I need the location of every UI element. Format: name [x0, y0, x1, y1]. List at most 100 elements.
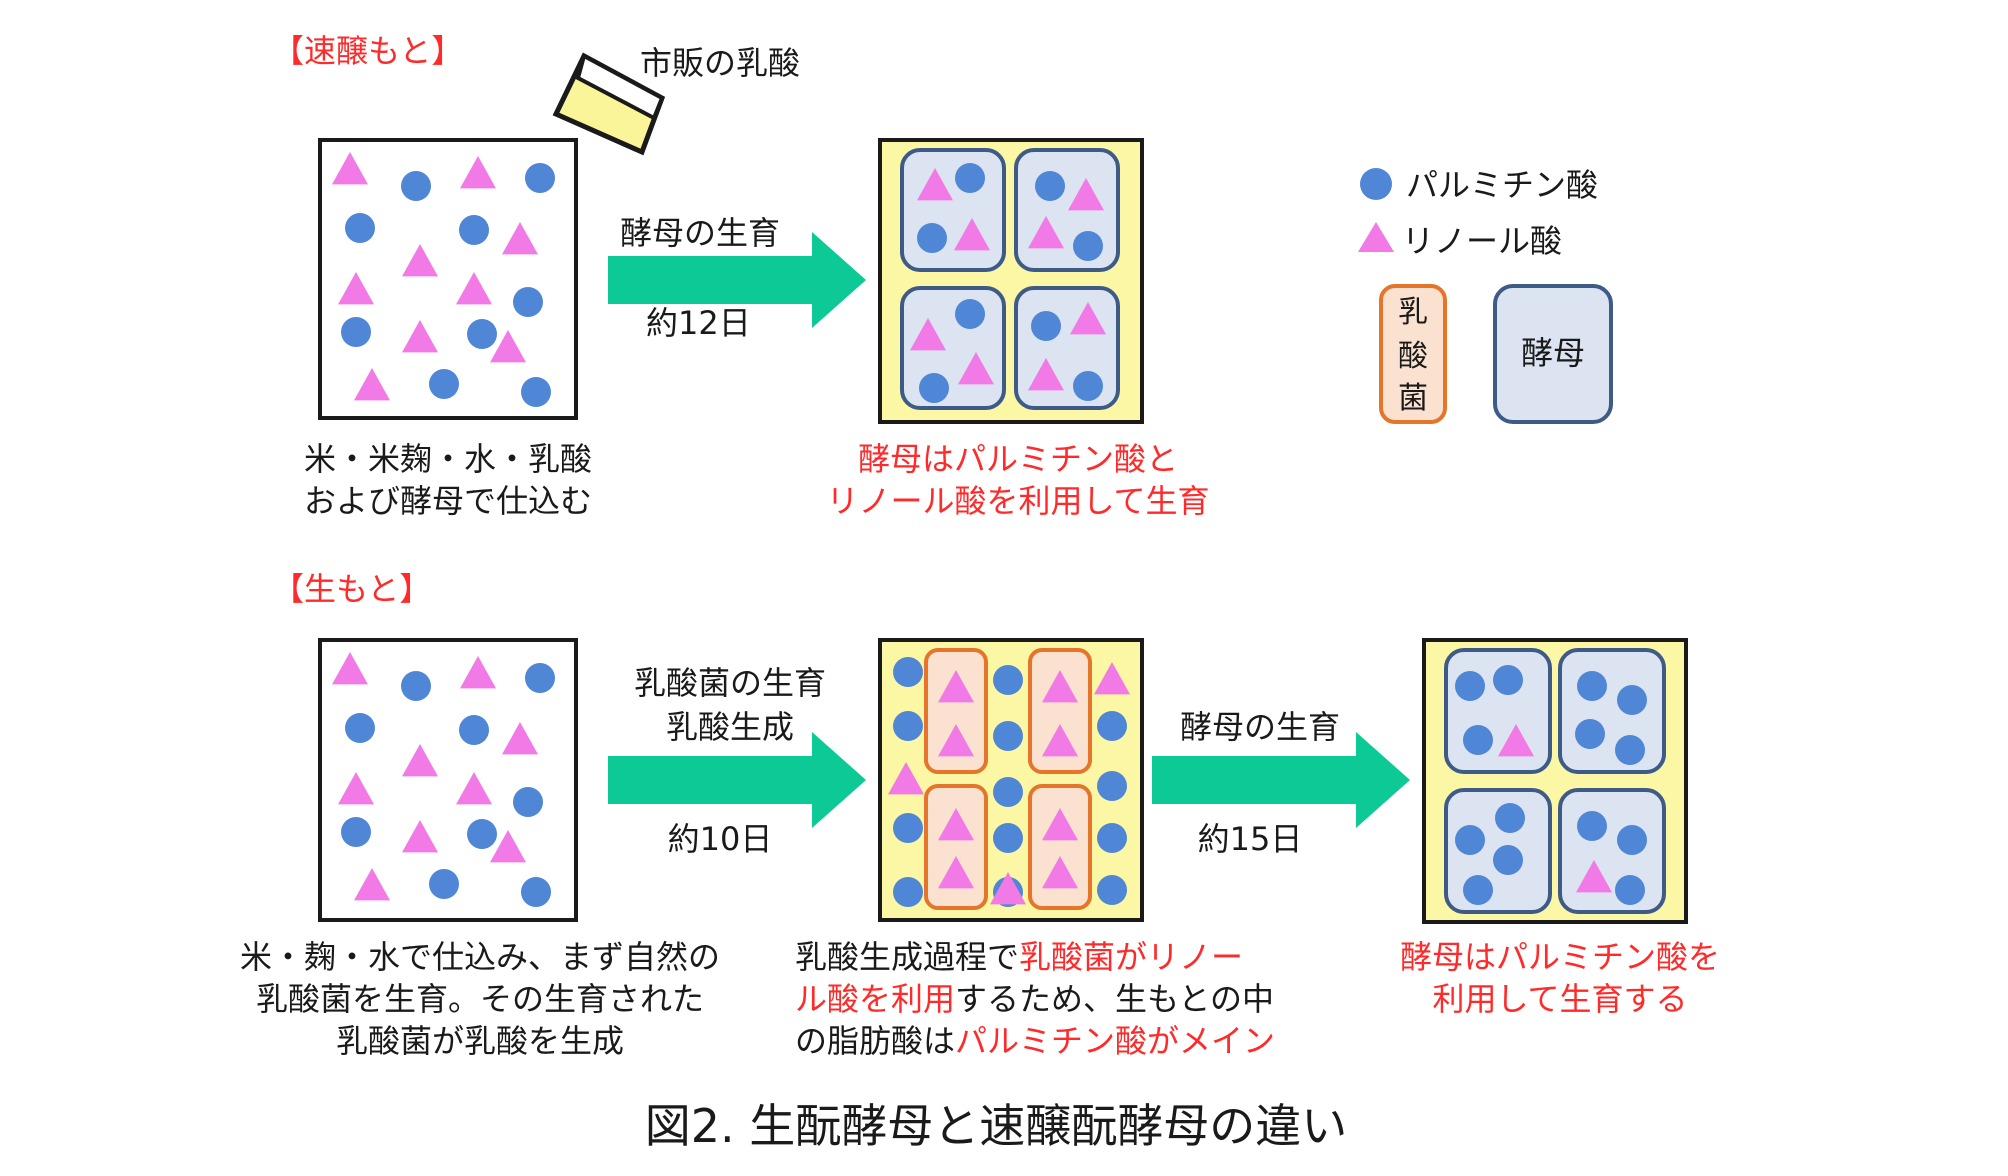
palmitic-acid-circle [1617, 825, 1647, 855]
bottom-yeast-tank-contents [1444, 648, 1666, 914]
top-growth-arrow [608, 232, 866, 328]
palmitic-acid-circle [1493, 845, 1523, 875]
palmitic-acid-circle [1073, 231, 1103, 261]
legend-triangle-label: リノール酸 [1402, 222, 1562, 260]
bottom-arrow1-top-line2: 乳酸生成 [666, 708, 794, 746]
palmitic-acid-circle [1463, 725, 1493, 755]
linoleic-acid-triangle [332, 652, 368, 685]
linoleic-acid-triangle [502, 222, 538, 255]
palmitic-acid-circle [345, 213, 375, 243]
yeast-cell [1444, 648, 1552, 774]
linoleic-acid-triangle [338, 772, 374, 805]
packet-label: 市販の乳酸 [640, 44, 800, 82]
palmitic-acid-circle [467, 819, 497, 849]
linoleic-acid-triangle [354, 868, 390, 901]
linoleic-acid-triangle [490, 330, 526, 363]
palmitic-acid-circle [1577, 811, 1607, 841]
linoleic-acid-triangle [1042, 808, 1078, 841]
figure-title: 図2. 生酛酵母と速醸酛酵母の違い [645, 1099, 1348, 1153]
bottom-right-caption-line2: 利用して生育する [1432, 980, 1687, 1018]
palmitic-acid-circle [1455, 825, 1485, 855]
linoleic-acid-triangle [460, 656, 496, 689]
bottom-lab-growth-arrow [608, 732, 866, 828]
bottom-arrow1-top-line1: 乳酸菌の生育 [634, 664, 826, 702]
legend-lab-char2: 酸 [1398, 339, 1428, 374]
palmitic-acid-circle [1463, 875, 1493, 905]
linoleic-acid-triangle [402, 744, 438, 777]
legend-lab-box [1379, 284, 1447, 424]
palmitic-acid-circle [955, 299, 985, 329]
yeast-cell [900, 148, 1006, 272]
legend-circle-label: パルミチン酸 [1406, 166, 1598, 204]
top-left-caption-line1: 米・米麹・水・乳酸 [304, 440, 592, 478]
bottom-arrow2-bottom-label: 約15日 [1198, 820, 1303, 858]
bottom-arrow1-bottom-label: 約10日 [668, 820, 773, 858]
linoleic-acid-triangle [917, 168, 953, 201]
palmitic-acid-circle [893, 657, 923, 687]
linoleic-acid-triangle [338, 272, 374, 305]
palmitic-acid-circle [521, 877, 551, 907]
palmitic-acid-circle [1035, 171, 1065, 201]
palmitic-acid-circle [1495, 803, 1525, 833]
palmitic-acid-circle [341, 817, 371, 847]
palmitic-acid-circle [1073, 371, 1103, 401]
bottom-middle-caption-1b: 乳酸菌がリノー [1019, 938, 1243, 976]
linoleic-acid-triangle [958, 352, 994, 385]
palmitic-acid-circle [345, 713, 375, 743]
palmitic-acid-circle [1575, 719, 1605, 749]
palmitic-acid-circle [993, 721, 1023, 751]
linoleic-acid-triangle [938, 856, 974, 889]
palmitic-acid-circle [893, 877, 923, 907]
palmitic-acid-circle [893, 711, 923, 741]
palmitic-acid-circle [1097, 771, 1127, 801]
linoleic-acid-triangle [1042, 856, 1078, 889]
palmitic-acid-circle [1615, 735, 1645, 765]
bottom-lab-tank-contents [888, 648, 1130, 910]
palmitic-acid-circle [955, 163, 985, 193]
linoleic-acid-triangle [954, 218, 990, 251]
linoleic-acid-triangle [502, 722, 538, 755]
palmitic-acid-circle [1031, 311, 1061, 341]
linoleic-acid-triangle [990, 872, 1026, 905]
yeast-cell [1558, 648, 1666, 774]
bottom-yeast-growth-arrow [1152, 732, 1410, 828]
palmitic-acid-circle [401, 671, 431, 701]
legend-circle-icon [1360, 168, 1392, 200]
palmitic-acid-circle [1455, 671, 1485, 701]
legend-triangle-icon [1358, 222, 1394, 252]
palmitic-acid-circle [1615, 875, 1645, 905]
linoleic-acid-triangle [1576, 860, 1612, 893]
linoleic-acid-triangle [402, 320, 438, 353]
linoleic-acid-triangle [1042, 724, 1078, 757]
palmitic-acid-circle [513, 287, 543, 317]
legend-yeast-label: 酵母 [1521, 334, 1585, 372]
bottom-middle-caption-line2: ル酸を利用するため、生もとの中 [795, 980, 1274, 1018]
linoleic-acid-triangle [938, 724, 974, 757]
legend: パルミチン酸 リノール酸 乳 酸 菌 酵母 [1358, 166, 1613, 424]
linoleic-acid-triangle [938, 808, 974, 841]
bottom-left-caption-line1: 米・麹・水で仕込み、まず自然の [240, 938, 720, 976]
linoleic-acid-triangle [1068, 178, 1104, 211]
palmitic-acid-circle [459, 215, 489, 245]
top-left-caption-line2: および酵母で仕込む [304, 482, 592, 520]
linoleic-acid-triangle [456, 272, 492, 305]
linoleic-acid-triangle [1070, 302, 1106, 335]
lactic-acid-bacteria-cell [924, 784, 988, 910]
palmitic-acid-circle [513, 787, 543, 817]
top-right-caption-line1: 酵母はパルミチン酸と [858, 440, 1178, 478]
bottom-middle-caption-line1: 乳酸生成過程で乳酸菌がリノー [795, 938, 1243, 976]
palmitic-acid-circle [429, 369, 459, 399]
linoleic-acid-triangle [402, 244, 438, 277]
lactic-acid-bacteria-cell [1028, 784, 1092, 910]
palmitic-acid-circle [459, 715, 489, 745]
palmitic-acid-circle [467, 319, 497, 349]
legend-yeast-box [1493, 284, 1613, 424]
bottom-middle-caption-2b: するため、生もとの中 [955, 980, 1274, 1018]
lactic-acid-bacteria-cell [924, 648, 988, 774]
palmitic-acid-circle [1617, 685, 1647, 715]
linoleic-acid-triangle [332, 152, 368, 185]
bottom-left-caption-line2: 乳酸菌を生育。その生育された [256, 980, 704, 1018]
bottom-initial-tank-contents [332, 652, 555, 907]
lactic-acid-packet-icon [552, 52, 666, 156]
